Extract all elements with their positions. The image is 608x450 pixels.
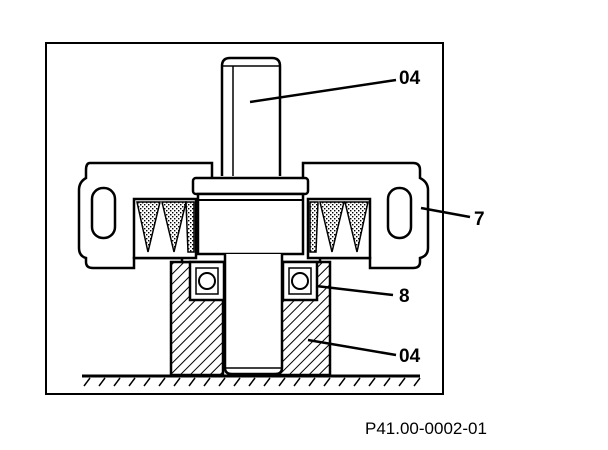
callout-shaft: 04: [399, 68, 421, 89]
ground: [82, 374, 421, 387]
figure-code: P41.00-0002-01: [365, 419, 487, 438]
ball-bearing: [188, 260, 319, 302]
diagram-frame: [45, 42, 444, 395]
shaft: [220, 56, 284, 376]
callout-support-tool: 04: [399, 346, 421, 367]
seal-left: [136, 201, 195, 253]
seal-right: [309, 201, 369, 253]
housing-slot-left: [90, 186, 117, 240]
callout-bearing: 8: [399, 286, 410, 307]
leader-lines: [249, 78, 471, 357]
callout-housing: 7: [474, 209, 485, 230]
housing-slot-right: [386, 186, 413, 240]
press-collar: [191, 176, 310, 256]
